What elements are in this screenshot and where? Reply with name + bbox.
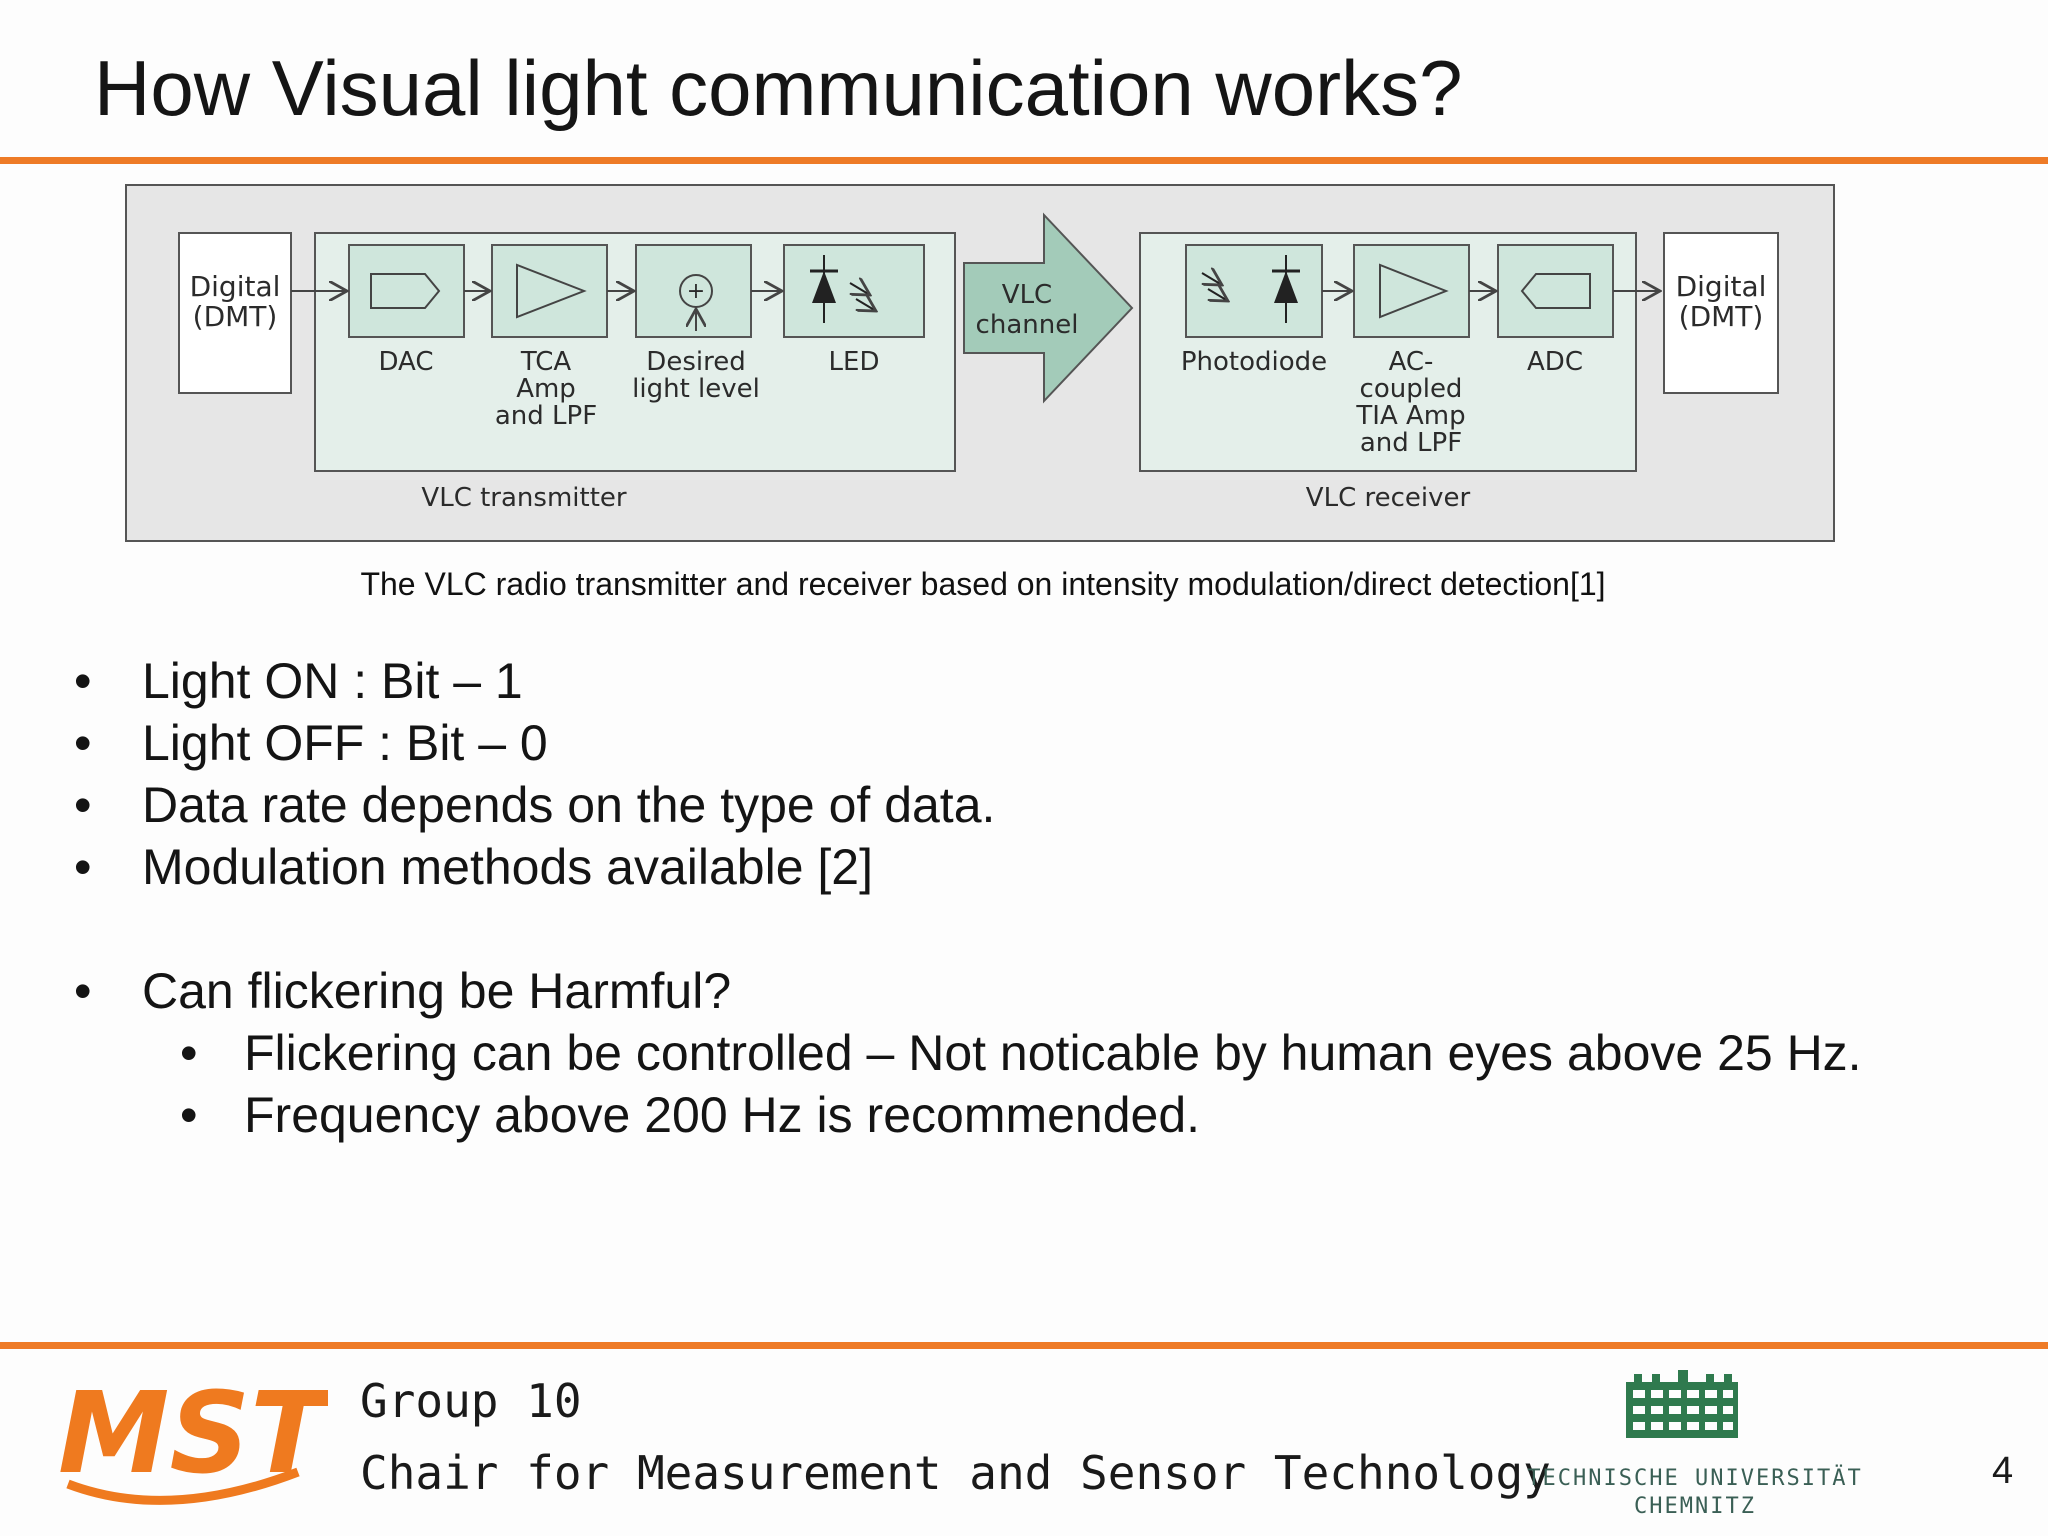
bullet-dot: • [74,839,92,895]
tca-label-3: and LPF [495,401,597,431]
input-digital-label: Digital [190,270,281,303]
university-name-line1: TECHNISCHE UNIVERSITÄT [1527,1466,1863,1491]
adc-label: ADC [1527,347,1583,377]
tu-chemnitz-logo [1626,1370,1738,1438]
bullet-text: Frequency above 200 Hz is recommended. [244,1087,1201,1143]
bottom-divider [0,1342,2048,1349]
ac-label-1: AC- [1389,347,1434,377]
input-dmt-label: (DMT) [193,300,278,333]
amp-symbol [516,263,587,319]
ac-label-2: coupled [1360,374,1463,404]
bullet-dot: • [74,963,92,1019]
receiver-title: VLC receiver [1306,483,1471,513]
photodiode-label: Photodiode [1181,347,1327,377]
dac-symbol [370,273,441,309]
bullet-text: Light ON : Bit – 1 [142,653,523,709]
bullet-text: Light OFF : Bit – 0 [142,715,548,771]
page-number: 4 [1992,1450,2014,1492]
bullet-dot: • [180,1025,198,1081]
top-divider [0,157,2048,164]
bullet-dot: • [74,653,92,709]
svg-text:+: + [687,279,705,304]
tia-amp-symbol [1379,263,1449,319]
ac-label-4: and LPF [1360,428,1462,458]
channel-label-2: channel [976,310,1079,340]
output-digital-box [1663,232,1779,394]
tca-label-1: TCA [520,347,572,377]
output-dmt-label: (DMT) [1679,300,1764,333]
mst-logo: MST [58,1372,328,1505]
dac-label: DAC [378,347,433,377]
slide-title: How Visual light communication works? [94,44,1463,132]
bullet-text: Data rate depends on the type of data. [142,777,996,833]
transmitter-title: VLC transmitter [421,483,626,513]
adc-symbol [1520,273,1591,309]
diagram-caption: The VLC radio transmitter and receiver b… [360,566,1606,602]
bullet-text: Flickering can be controlled – Not notic… [244,1025,1862,1081]
output-digital-label: Digital [1676,270,1767,303]
ac-label-3: TIA Amp [1355,401,1465,431]
tca-label-2: Amp [516,374,576,404]
university-name-line2: CHEMNITZ [1634,1494,1756,1519]
bullet-text: Can flickering be Harmful? [142,963,732,1019]
led-label: LED [829,347,880,377]
vlc-channel-arrow [963,212,1134,404]
footer-chair: Chair for Measurement and Sensor Technol… [360,1446,1551,1500]
light-level-label-1: Desired [646,347,745,377]
bullet-dot: • [74,715,92,771]
led-block [783,244,925,338]
bullet-dot: • [74,777,92,833]
light-level-label-2: light level [632,374,760,404]
channel-label-1: VLC [1002,280,1052,310]
bullet-text: Modulation methods available [2] [142,839,874,895]
input-digital-box [178,232,292,394]
photodiode-block [1185,244,1323,338]
footer-group: Group 10 [360,1374,582,1428]
vlc-block-diagram: Digital (DMT) DAC TCA Amp and LPF + Desi… [125,184,1835,542]
bullet-dot: • [180,1087,198,1143]
